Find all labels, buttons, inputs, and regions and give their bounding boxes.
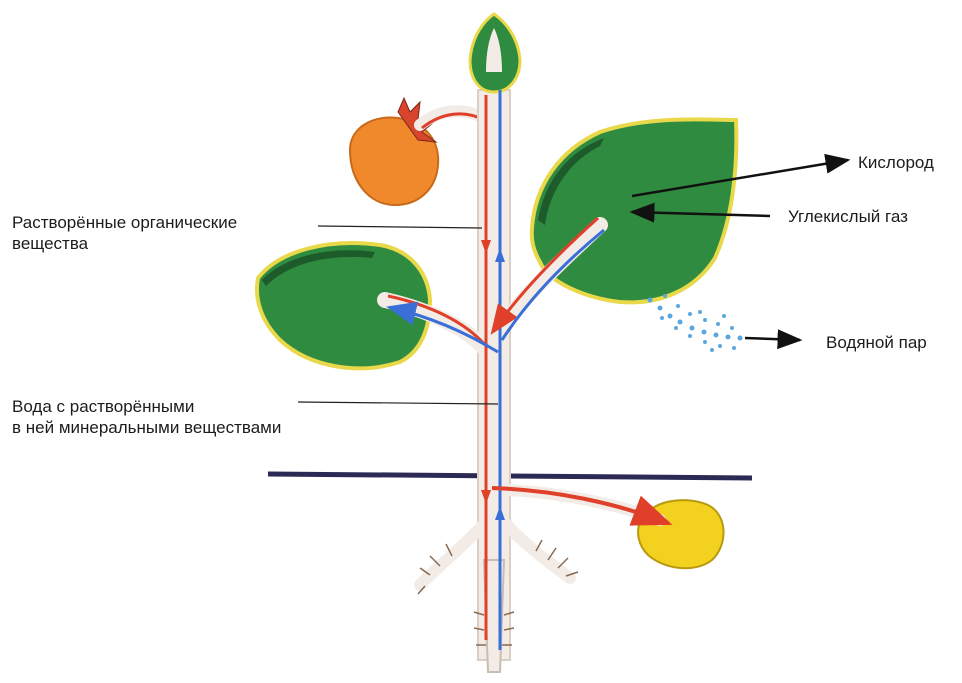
tuber [638,500,723,568]
tuber-branch [505,490,660,520]
organic-leader-line [318,226,482,228]
fruit [350,118,438,205]
vapor-arrow [745,338,800,340]
water-vapor-dots [648,294,743,352]
water-vapor-label: Водяной пар [826,332,927,353]
water-label-line1: Вода с растворёнными [12,396,281,417]
root-right [502,520,570,578]
organic-label-line1: Растворённые органические [12,212,237,233]
organic-label-line2: вещества [12,233,237,254]
water-minerals-label: Вода с растворёнными в ней минеральными … [12,396,281,438]
water-label-line2: в ней минеральными веществами [12,417,281,438]
water-leader-line [298,402,498,404]
co2-label: Углекислый газ [788,206,908,227]
organic-substances-label: Растворённые органические вещества [12,212,237,254]
oxygen-label: Кислород [858,152,934,173]
